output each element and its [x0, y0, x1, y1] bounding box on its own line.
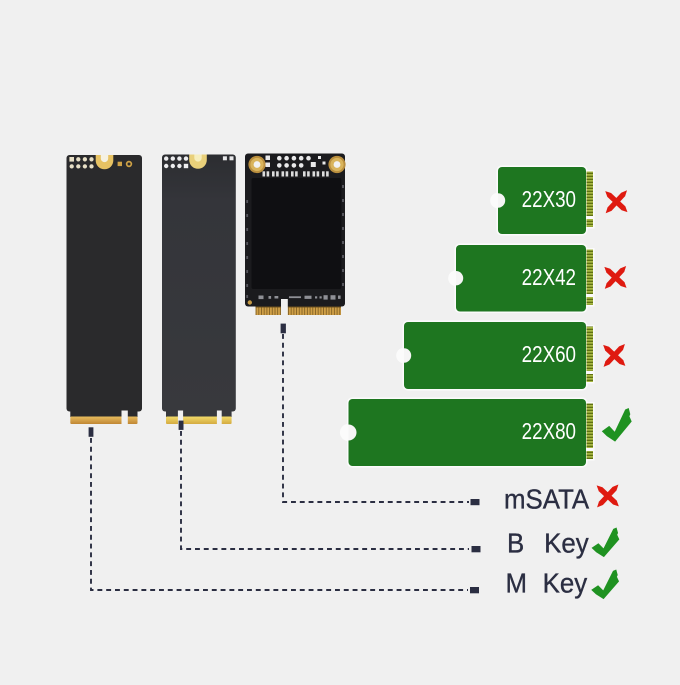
- svg-text:Key: Key: [544, 528, 589, 559]
- svg-text:M: M: [506, 568, 528, 599]
- svg-text:22X30: 22X30: [522, 186, 576, 213]
- svg-text:mSATA: mSATA: [504, 484, 589, 515]
- svg-text:22X42: 22X42: [522, 264, 576, 291]
- svg-text:22X80: 22X80: [522, 418, 576, 445]
- svg-text:B: B: [507, 528, 524, 559]
- svg-text:Key: Key: [543, 568, 588, 599]
- svg-text:22X60: 22X60: [522, 341, 576, 368]
